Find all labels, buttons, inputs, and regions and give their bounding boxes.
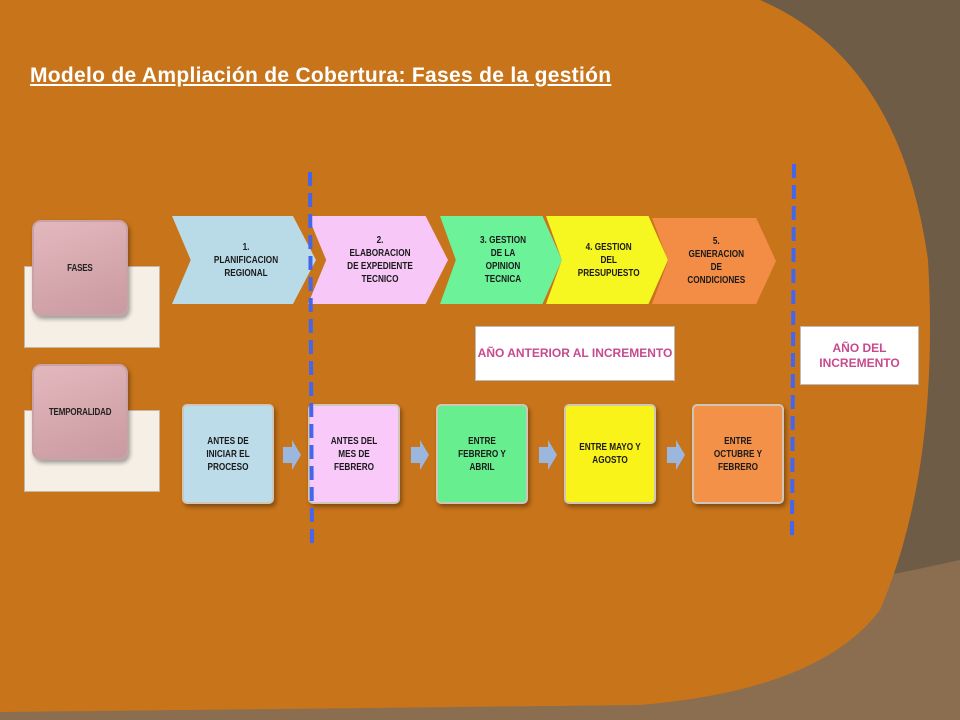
temporalidad-tag: TEMPORALIDAD bbox=[32, 364, 128, 460]
dashed-divider-left bbox=[308, 171, 314, 551]
right-arrow-icon bbox=[283, 440, 301, 470]
phase-5-chevron: 5. GENERACION DE CONDICIONES bbox=[652, 218, 776, 304]
period-4-box: ENTRE MAYO Y AGOSTO bbox=[564, 404, 656, 504]
phase-5-label: 5. GENERACION DE CONDICIONES bbox=[687, 236, 745, 286]
phase-4-label: 4. GESTION DEL PRESUPUESTO bbox=[578, 241, 640, 279]
prior-year-note: AÑO ANTERIOR AL INCREMENTO bbox=[475, 326, 675, 381]
phase-2-label: 2. ELABORACION DE EXPEDIENTE TECNICO bbox=[347, 235, 413, 285]
dashed-divider-right bbox=[790, 163, 796, 543]
period-4-label: ENTRE MAYO Y AGOSTO bbox=[579, 442, 641, 466]
period-2-label: ANTES DEL MES DE FEBRERO bbox=[330, 435, 378, 473]
phase-1-label: 1. PLANIFICACION REGIONAL bbox=[213, 241, 279, 279]
fases-tag: FASES bbox=[32, 220, 128, 316]
period-5-label: ENTRE OCTUBRE Y FEBRERO bbox=[713, 435, 763, 473]
period-1-box: ANTES DE INICIAR EL PROCESO bbox=[182, 404, 274, 504]
increment-year-label: AÑO DEL INCREMENTO bbox=[819, 340, 900, 370]
slide-title: Modelo de Ampliación de Cobertura: Fases… bbox=[30, 64, 612, 87]
phase-3-chevron: 3. GESTION DE LA OPINION TECNICA bbox=[440, 216, 562, 304]
right-arrow-icon bbox=[411, 440, 429, 470]
period-2-box: ANTES DEL MES DE FEBRERO bbox=[308, 404, 400, 504]
temporalidad-label: TEMPORALIDAD bbox=[48, 406, 112, 418]
phase-2-chevron: 2. ELABORACION DE EXPEDIENTE TECNICO bbox=[308, 216, 448, 304]
period-3-box: ENTRE FEBRERO Y ABRIL bbox=[436, 404, 528, 504]
increment-year-note: AÑO DEL INCREMENTO bbox=[800, 326, 919, 385]
phase-3-label: 3. GESTION DE LA OPINION TECNICA bbox=[479, 235, 527, 285]
period-1-label: ANTES DE INICIAR EL PROCESO bbox=[206, 435, 250, 473]
phase-1-chevron: 1. PLANIFICACION REGIONAL bbox=[172, 216, 316, 304]
orange-panel bbox=[0, 0, 930, 712]
phase-4-chevron: 4. GESTION DEL PRESUPUESTO bbox=[546, 216, 668, 304]
period-3-label: ENTRE FEBRERO Y ABRIL bbox=[458, 435, 506, 473]
right-arrow-icon bbox=[539, 440, 557, 470]
prior-year-label: AÑO ANTERIOR AL INCREMENTO bbox=[477, 346, 673, 360]
right-arrow-icon bbox=[667, 440, 685, 470]
period-5-box: ENTRE OCTUBRE Y FEBRERO bbox=[692, 404, 784, 504]
fases-label: FASES bbox=[67, 262, 93, 274]
